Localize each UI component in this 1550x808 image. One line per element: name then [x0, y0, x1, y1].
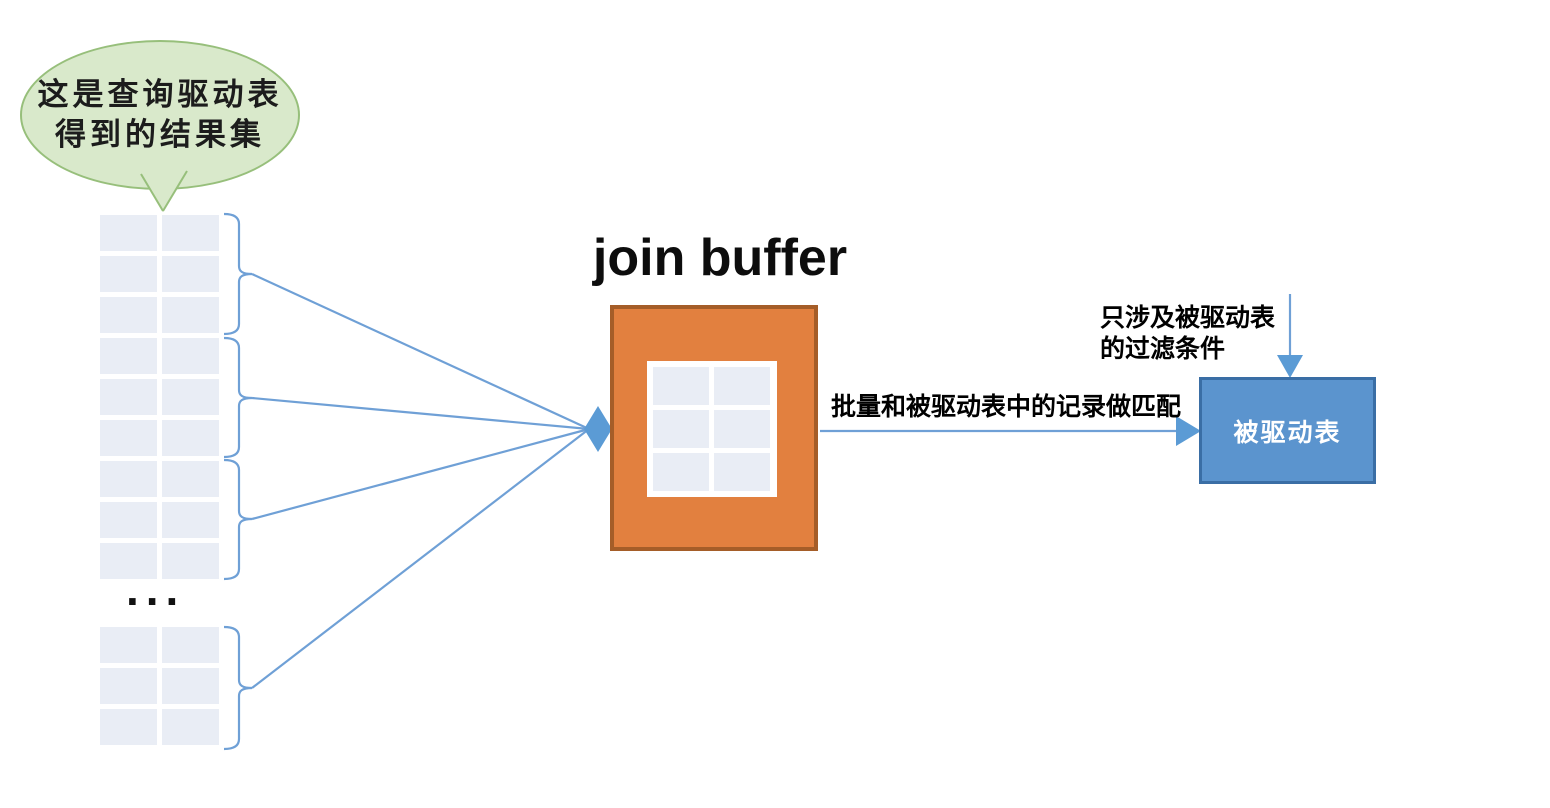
table-cell: [100, 420, 157, 456]
table-cell: [162, 338, 219, 374]
result-set-grid-top: [100, 215, 219, 579]
table-cell: [100, 461, 157, 497]
filter-arrow-head: [1277, 355, 1303, 378]
table-cell: [162, 420, 219, 456]
result-set-ellipsis: ...: [126, 563, 186, 615]
callout-bubble: 这是查询驱动表 得到的结果集: [20, 40, 300, 190]
driven-table-box: 被驱动表: [1199, 377, 1376, 484]
filter-note-line2: 的过滤条件: [1100, 335, 1226, 363]
table-cell: [653, 410, 709, 448]
table-cell: [162, 709, 219, 745]
connector-line-4: [251, 428, 590, 689]
result-set-grid-bottom: [100, 627, 219, 745]
table-cell: [162, 627, 219, 663]
table-cell: [162, 379, 219, 415]
join-buffer-box: [610, 305, 818, 551]
connector-line-3: [251, 427, 590, 521]
callout-text-line1: 这是查询驱动表: [37, 77, 283, 112]
filter-note: 只涉及被驱动表 的过滤条件: [1100, 303, 1275, 365]
join-buffer-grid: [653, 367, 771, 491]
table-cell: [100, 668, 157, 704]
brace-group-2: [223, 336, 253, 459]
brace-group-1: [223, 212, 253, 336]
table-cell: [162, 215, 219, 251]
table-cell: [162, 543, 219, 579]
table-cell: [100, 502, 157, 538]
table-cell: [100, 627, 157, 663]
brace-group-3: [223, 458, 253, 581]
table-cell: [100, 215, 157, 251]
table-cell: [162, 502, 219, 538]
table-cell: [162, 297, 219, 333]
filter-note-line1: 只涉及被驱动表: [1100, 304, 1276, 332]
table-cell: [100, 338, 157, 374]
table-cell: [162, 461, 219, 497]
driven-table-label: 被驱动表: [1233, 418, 1342, 447]
table-cell: [653, 453, 709, 491]
table-cell: [714, 367, 770, 405]
join-buffer-inner-table: [647, 361, 777, 497]
join-buffer-title: join buffer: [592, 229, 848, 287]
callout-text-line2: 得到的结果集: [55, 117, 265, 152]
brace-group-4: [223, 625, 253, 751]
table-cell: [162, 668, 219, 704]
table-cell: [100, 297, 157, 333]
table-cell: [100, 709, 157, 745]
table-cell: [100, 256, 157, 292]
table-cell: [714, 453, 770, 491]
connector-line-2: [251, 396, 590, 431]
table-cell: [100, 379, 157, 415]
table-cell: [653, 367, 709, 405]
table-cell: [162, 256, 219, 292]
converge-diamond-arrowhead: [584, 406, 612, 452]
table-cell: [714, 410, 770, 448]
match-arrow-label: 批量和被驱动表中的记录做匹配: [831, 393, 1182, 421]
table-cell: [100, 543, 157, 579]
connector-line-1: [251, 273, 590, 430]
